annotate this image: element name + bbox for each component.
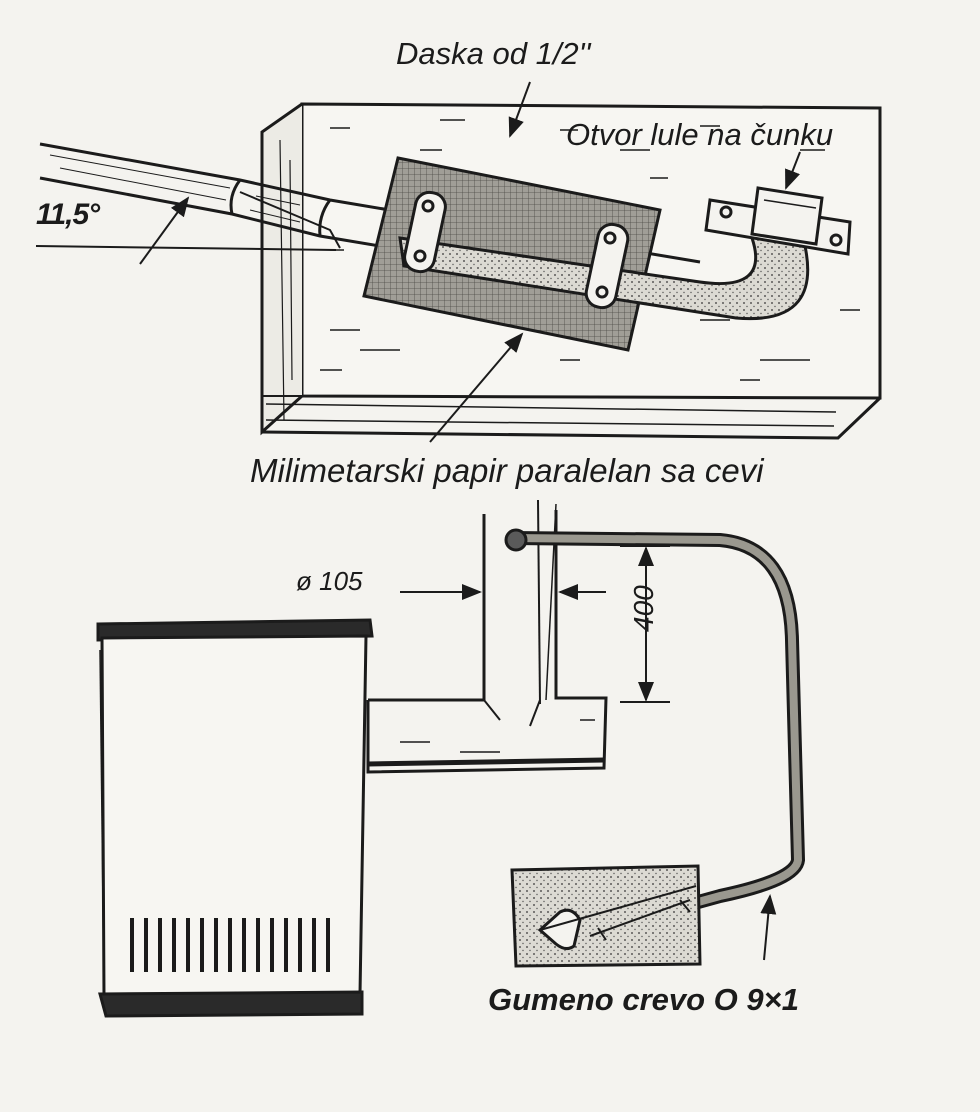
pipe-clamp-right bbox=[584, 222, 630, 310]
diameter-label: ø 105 bbox=[296, 566, 363, 596]
angle-indicator bbox=[35, 196, 337, 265]
manometer-board bbox=[510, 864, 702, 968]
rubber-hose bbox=[504, 528, 806, 925]
dimension-400 bbox=[620, 545, 670, 703]
pipe-clamp-left bbox=[403, 190, 447, 274]
stove-body bbox=[96, 618, 374, 1018]
pipe-opening-label: Otvor lule na čunku bbox=[566, 117, 834, 152]
outlet-bracket bbox=[704, 186, 852, 256]
hose-leader-arrow bbox=[760, 894, 777, 961]
angle-label: 11,5° bbox=[36, 198, 100, 231]
chimney-pipe bbox=[366, 499, 608, 774]
graph-paper-label: Milimetarski papir paralelan sa cevi bbox=[250, 452, 764, 489]
hose-label: Gumeno crevo O 9×1 bbox=[488, 982, 799, 1017]
board-label: Daska od 1/2'' bbox=[396, 36, 591, 71]
height-label: 400 bbox=[628, 585, 659, 632]
stove-vents bbox=[130, 918, 330, 972]
leader-arrows-top bbox=[429, 81, 801, 443]
